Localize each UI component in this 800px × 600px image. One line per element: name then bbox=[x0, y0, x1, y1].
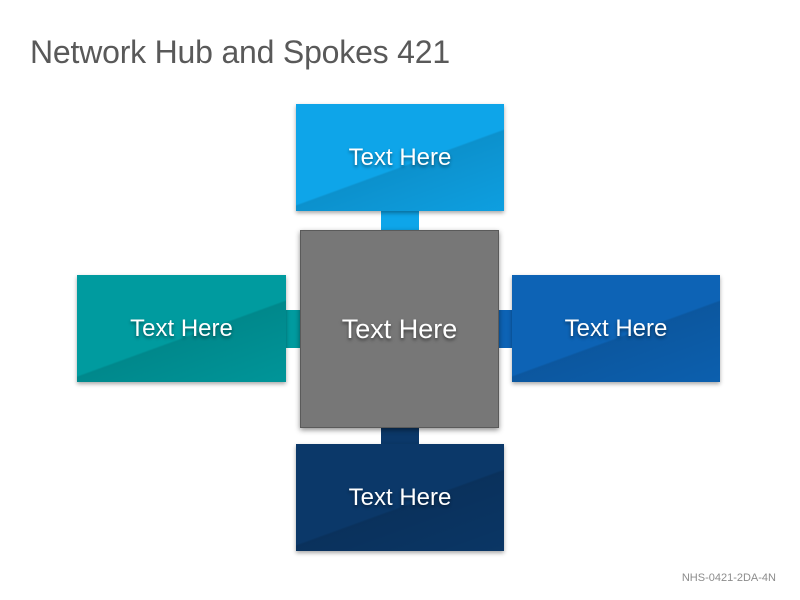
right-connector bbox=[496, 310, 516, 348]
hub-box: Text Here bbox=[300, 230, 499, 428]
top-spoke-box: Text Here bbox=[296, 104, 504, 211]
right-spoke-label: Text Here bbox=[564, 314, 668, 342]
left-spoke-box: Text Here bbox=[77, 275, 286, 382]
page-title: Network Hub and Spokes 421 bbox=[30, 34, 450, 70]
top-connector bbox=[381, 208, 419, 234]
bottom-spoke-box: Text Here bbox=[296, 444, 504, 551]
right-spoke-box: Text Here bbox=[512, 275, 720, 382]
left-spoke-label: Text Here bbox=[130, 314, 233, 342]
footer-code: NHS-0421-2DA-4N bbox=[681, 572, 776, 584]
bottom-spoke-label: Text Here bbox=[348, 483, 452, 511]
top-spoke-label: Text Here bbox=[348, 143, 452, 171]
left-connector bbox=[284, 310, 304, 348]
hub-label: Text Here bbox=[341, 313, 458, 344]
